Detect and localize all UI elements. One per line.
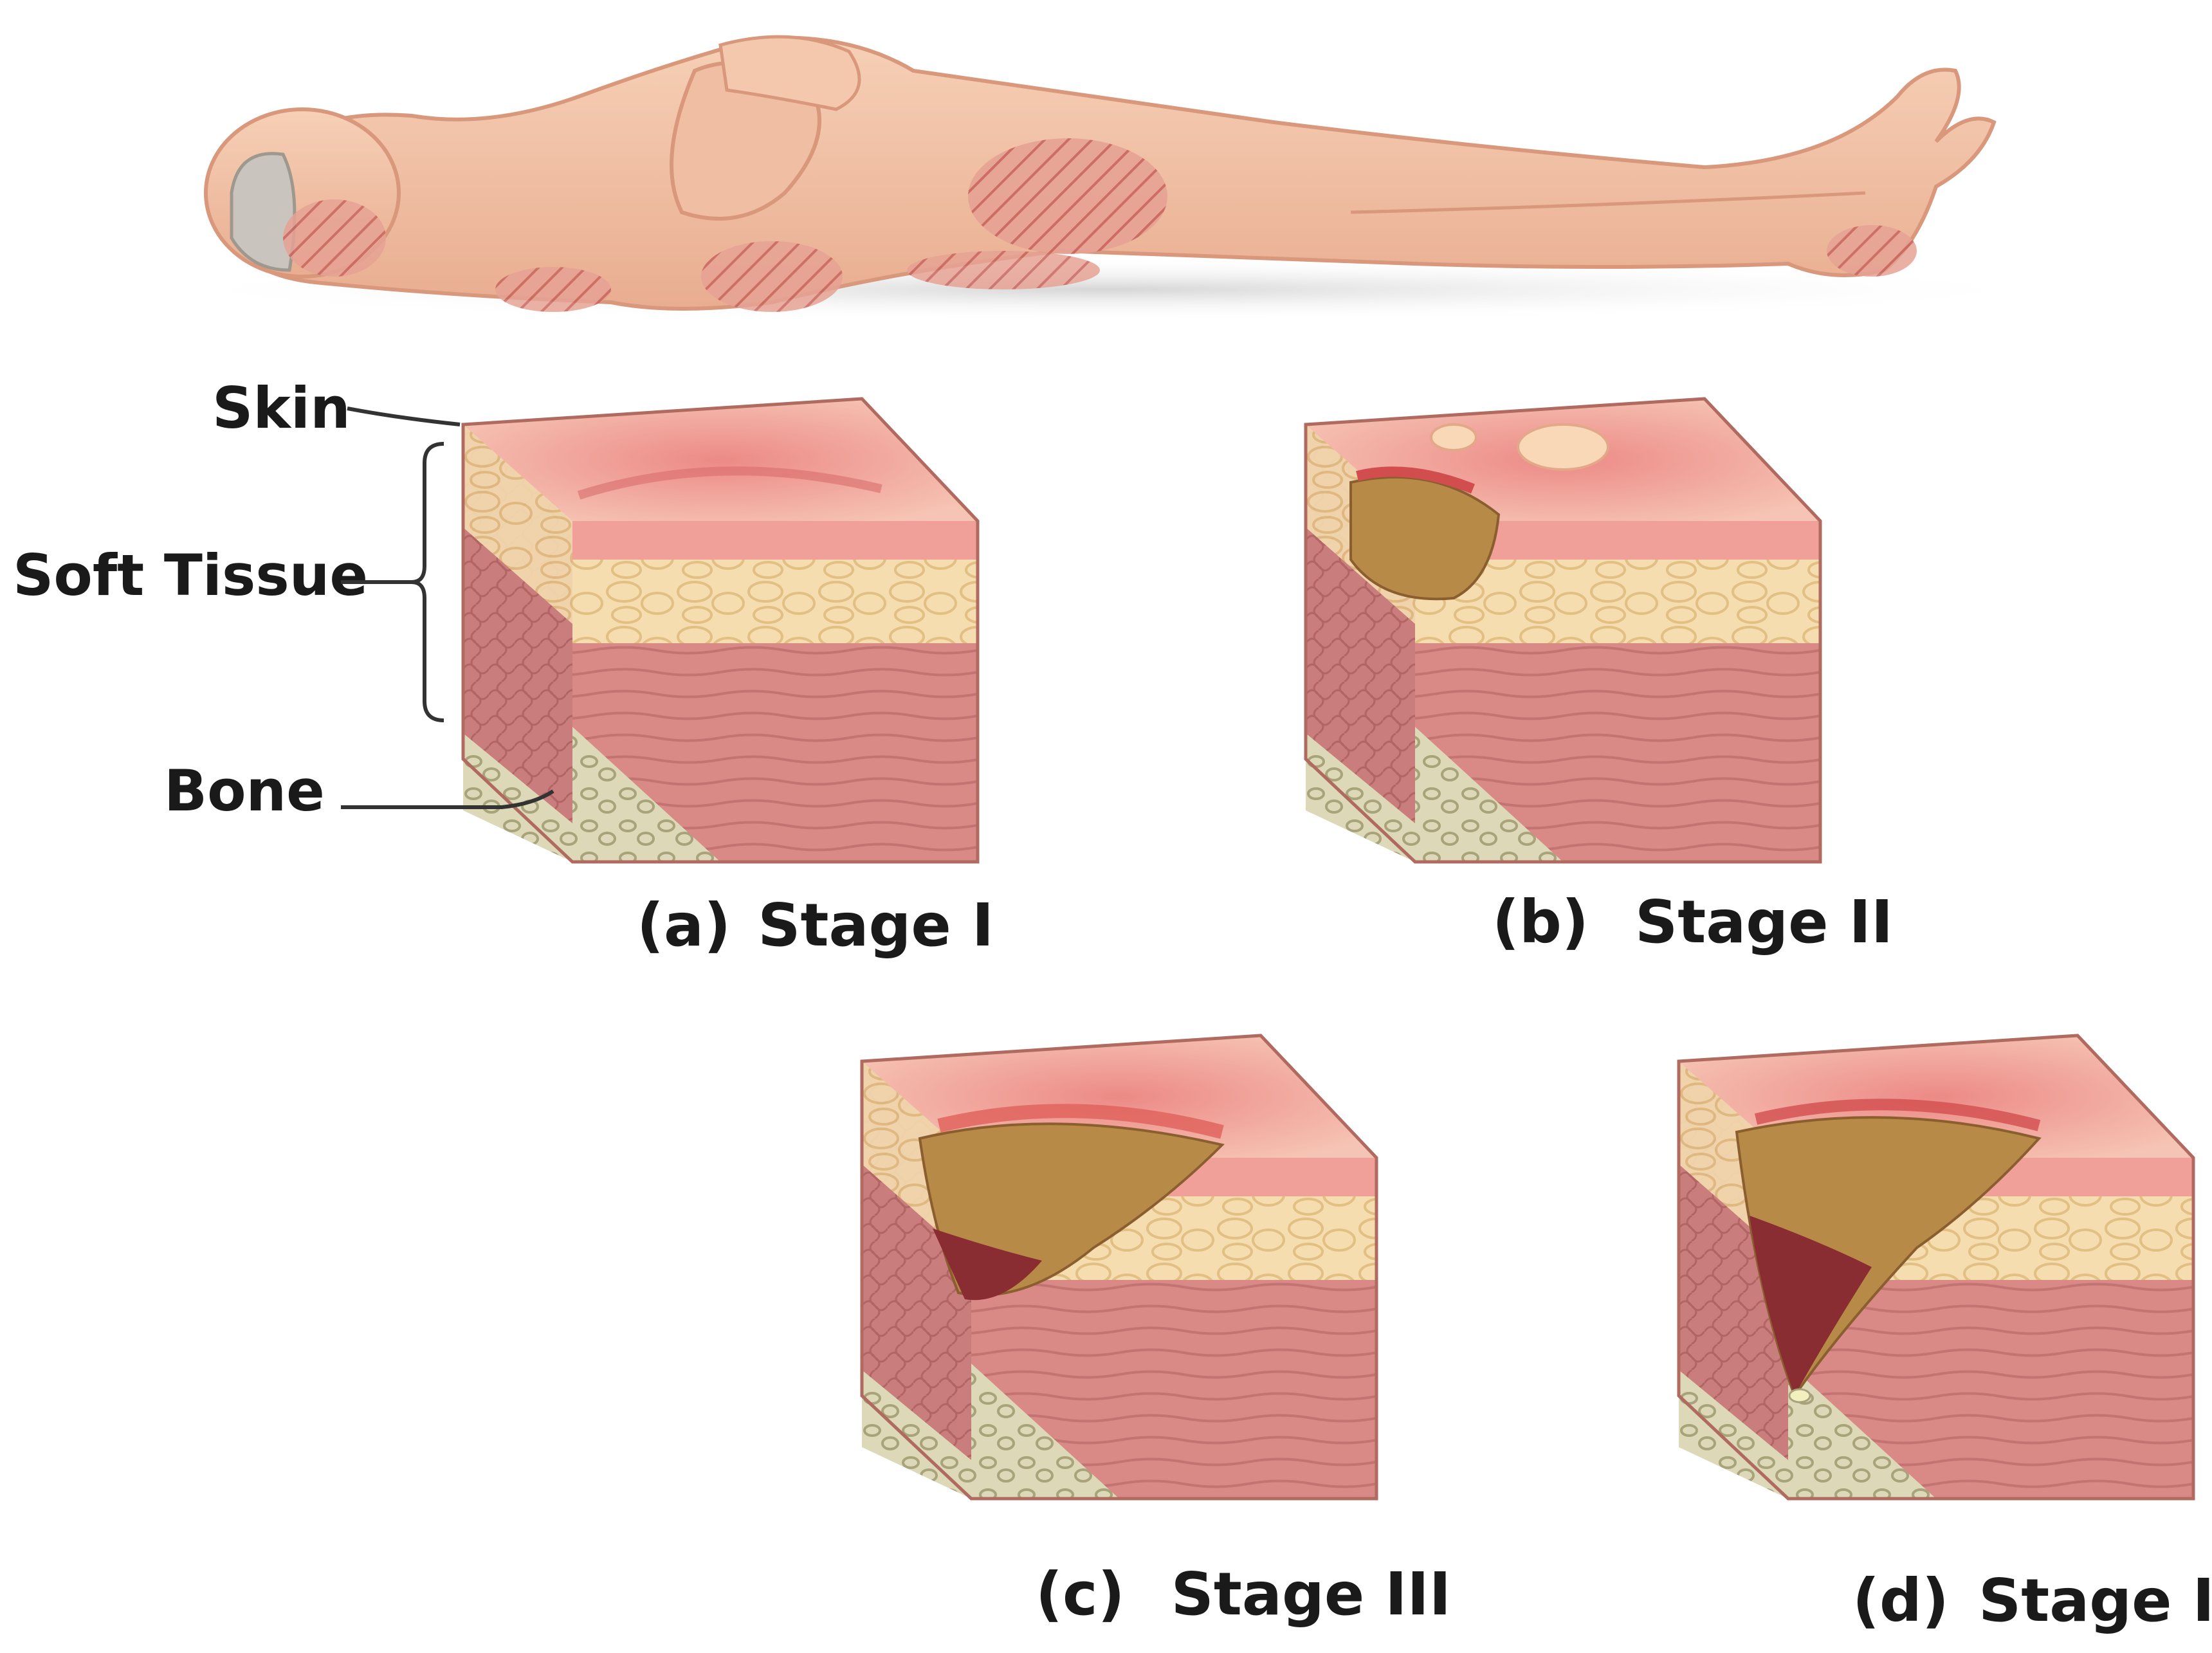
- soft-tissue-bracket: [411, 442, 444, 722]
- tissue-cube-stage-1: [461, 397, 980, 864]
- caption-stage-4: (d) Stage IV: [1852, 1566, 2212, 1635]
- pressure-zone-hip: [968, 138, 1167, 254]
- caption-stage-1-letter: (a): [637, 891, 731, 960]
- caption-stage-4-name: Stage IV: [1979, 1566, 2212, 1635]
- caption-stage-1: (a) Stage I: [637, 891, 994, 960]
- pressure-zone-sacrum: [907, 251, 1100, 289]
- tissue-cube-stage-4: [1677, 1034, 2195, 1501]
- pressure-zone-shoulder: [495, 267, 611, 312]
- caption-stage-2: (b) Stage II: [1492, 888, 1893, 956]
- caption-stage-1-name: Stage I: [758, 891, 994, 960]
- pressure-zone-elbow: [701, 241, 843, 312]
- tissue-cube-stage-2: [1304, 397, 1822, 864]
- caption-stage-4-letter: (d): [1852, 1566, 1949, 1635]
- caption-stage-2-name: Stage II: [1635, 888, 1893, 956]
- label-skin: Skin: [212, 375, 351, 441]
- pressure-zone-head: [283, 199, 386, 277]
- reclining-patient-illustration: [142, 35, 2071, 322]
- callout-skin: Skin: [212, 375, 461, 441]
- caption-stage-3-name: Stage III: [1171, 1560, 1451, 1629]
- label-soft-tissue: Soft Tissue: [13, 542, 368, 608]
- callout-soft-tissue: Soft Tissue: [13, 442, 444, 722]
- tissue-cube-stage-3: [860, 1034, 1378, 1501]
- caption-stage-3: (c) Stage III: [1036, 1560, 1451, 1629]
- caption-stage-3-letter: (c): [1036, 1560, 1125, 1629]
- caption-stage-2-letter: (b): [1492, 888, 1589, 956]
- callout-bone: Bone: [164, 758, 554, 824]
- label-bone: Bone: [164, 758, 325, 824]
- pressure-zone-heel: [1827, 225, 1917, 277]
